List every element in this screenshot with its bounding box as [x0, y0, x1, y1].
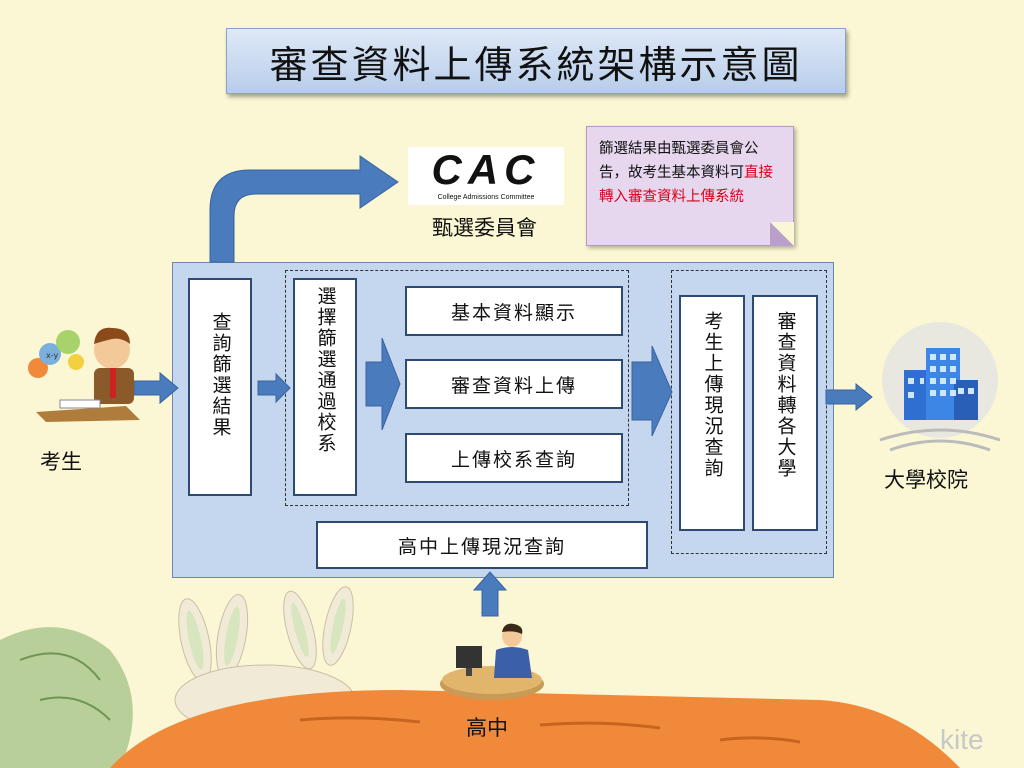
- note-highlight-text: 直接轉入審查資料上傳系統: [599, 165, 773, 205]
- student-figure-icon: x-y: [28, 327, 140, 422]
- select-passed-box: 選擇篩選通過校系: [293, 278, 357, 496]
- cac-caption: 甄選委員會: [432, 216, 537, 240]
- watermark: kite: [940, 724, 984, 755]
- query-results-label: 查詢篩選結果: [209, 312, 232, 438]
- transfer-univ-label: 審查資料轉各大學: [774, 311, 797, 479]
- cac-logo-wordmark: CAC: [431, 146, 541, 193]
- hs-status-label: 高中上傳現況查詢: [397, 535, 566, 558]
- upload-review-box: 審查資料上傳: [405, 359, 623, 409]
- student-status-label: 考生上傳現況查詢: [701, 311, 724, 479]
- query-uploaded-label: 上傳校系查詢: [450, 448, 577, 471]
- hs-status-box: 高中上傳現況查詢: [316, 521, 648, 569]
- query-results-box: 查詢篩選結果: [188, 278, 252, 496]
- page-title: 審查資料上傳系統架構示意圖: [226, 28, 846, 94]
- university-building-icon: [879, 322, 1000, 452]
- note-text: 篩選結果由甄選委員會公告，故考生基本資料可: [599, 141, 759, 181]
- note-callout: 篩選結果由甄選委員會公告，故考生基本資料可直接轉入審查資料上傳系統: [586, 126, 794, 246]
- select-passed-label: 選擇篩選通過校系: [314, 286, 337, 454]
- cac-logo-subtitle: College Admissions Committee: [437, 194, 535, 201]
- highschool-figure-icon: [440, 623, 544, 700]
- transfer-univ-box: 審查資料轉各大學: [752, 295, 818, 531]
- cac-logo: CAC College Admissions Committee: [408, 147, 564, 205]
- basic-data-label: 基本資料顯示: [450, 301, 577, 324]
- upload-review-label: 審查資料上傳: [450, 374, 577, 397]
- student-label: 考生: [40, 450, 82, 474]
- highschool-label: 高中: [466, 716, 508, 740]
- university-label: 大學校院: [884, 468, 968, 492]
- student-status-box: 考生上傳現況查詢: [679, 295, 745, 531]
- basic-data-box: 基本資料顯示: [405, 286, 623, 336]
- query-uploaded-box: 上傳校系查詢: [405, 433, 623, 483]
- svg-text:x-y: x-y: [46, 351, 58, 360]
